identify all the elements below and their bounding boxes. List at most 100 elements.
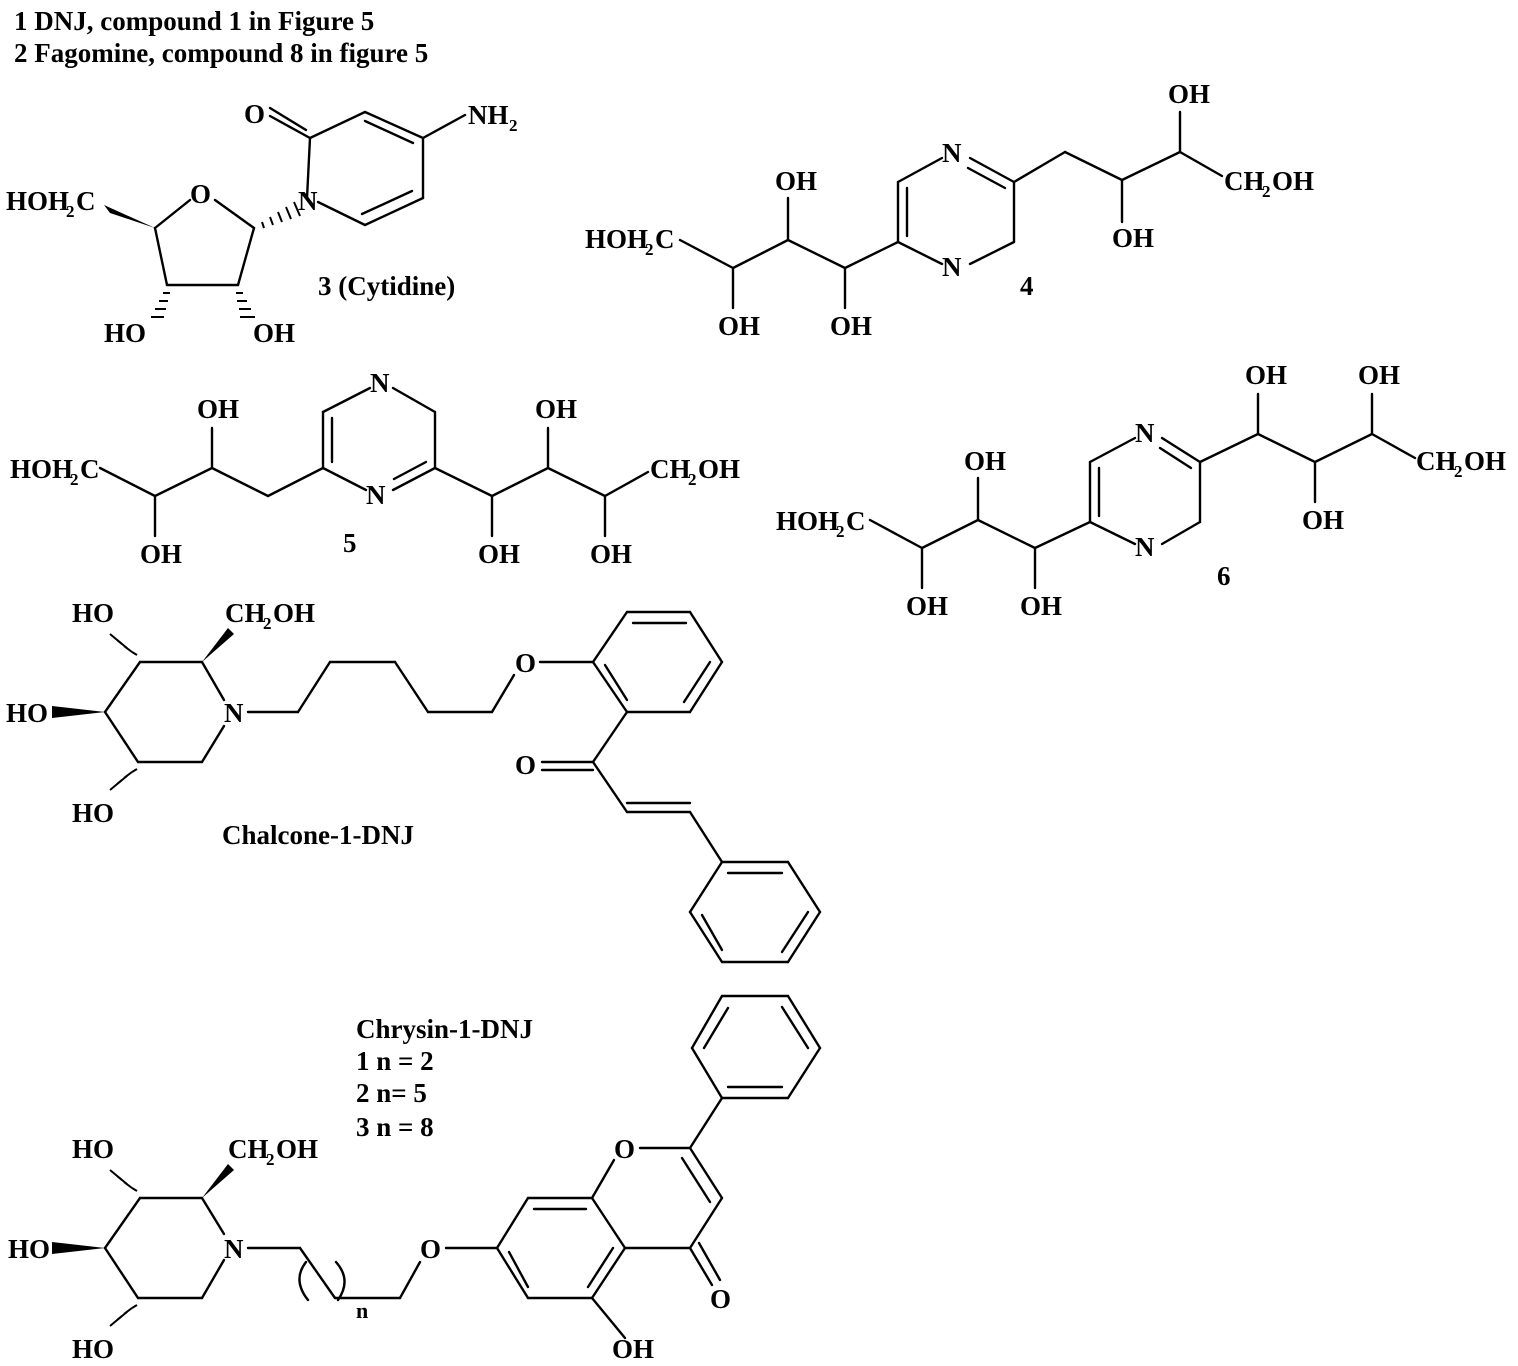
atom-label: OH — [1112, 223, 1154, 253]
atom-label: HOH — [10, 454, 73, 484]
bond — [421, 113, 467, 140]
atom-labels: N N OH HOH 2 C OH OH OH CH 2 OH OH — [585, 79, 1314, 341]
bond — [363, 196, 425, 227]
compound-3-cytidine: O NH 2 N O HOH 2 C HO OH 3 (Cytidine) — [6, 99, 518, 348]
bond — [200, 1196, 226, 1236]
atom-label: OH — [1358, 360, 1400, 390]
bond — [490, 466, 550, 498]
atom-label: n — [356, 1298, 368, 1323]
atom-label: 2 — [645, 240, 654, 259]
atom-label: N — [224, 698, 244, 728]
bond — [308, 110, 367, 140]
atom-label: N — [366, 480, 386, 510]
chrysin-variant-2: 2 n= 5 — [356, 1078, 427, 1108]
bond — [1313, 432, 1374, 464]
bond — [153, 466, 214, 498]
atom-label: OH — [478, 539, 520, 569]
bond — [103, 660, 142, 714]
bond — [968, 240, 1016, 266]
bond — [298, 1246, 337, 1300]
atom-label: OH — [775, 166, 817, 196]
atom-label: 2 — [66, 202, 75, 221]
bond — [285, 206, 292, 220]
bond — [603, 663, 629, 702]
atom-label: OH — [1272, 166, 1314, 196]
bond — [52, 706, 105, 718]
bond — [261, 221, 265, 229]
bond — [103, 710, 140, 764]
atom-label: 2 — [688, 470, 697, 489]
bond — [688, 1096, 724, 1150]
bond — [678, 238, 735, 270]
bond — [1160, 520, 1202, 546]
atom-label: O — [244, 99, 265, 129]
atom-label: OH — [140, 539, 182, 569]
bond — [586, 1246, 615, 1289]
atom-label: CH — [650, 454, 691, 484]
atom-label: HOH — [776, 506, 839, 536]
atom-label: HO — [72, 598, 114, 628]
bond — [786, 238, 847, 270]
atom-label: OH — [612, 1334, 654, 1364]
structure-bonds — [153, 106, 467, 287]
structure-bonds — [678, 110, 1224, 310]
atom-label: O — [515, 648, 536, 678]
bond — [131, 651, 138, 656]
atom-label: N — [942, 138, 962, 168]
atom-label: OH — [830, 311, 872, 341]
bond — [780, 1005, 810, 1050]
bond — [98, 466, 157, 498]
atom-label: OH — [535, 394, 577, 424]
bond — [786, 860, 822, 914]
bond — [1256, 432, 1317, 464]
bond — [1158, 446, 1193, 470]
structure-bonds — [103, 610, 822, 964]
atom-label: CH — [228, 1134, 269, 1164]
bond — [213, 198, 256, 230]
bond — [104, 205, 155, 228]
chrysin-variant-3: 3 n = 8 — [356, 1112, 434, 1142]
bond — [131, 1187, 138, 1192]
atom-label: O — [515, 750, 536, 780]
atom-label: C — [80, 454, 100, 484]
bond — [843, 240, 900, 270]
atom-label: N — [224, 1234, 244, 1264]
atom-label: 2 — [509, 116, 518, 135]
bond — [495, 1196, 530, 1250]
bond — [393, 660, 430, 714]
structure-bonds — [98, 386, 650, 538]
structure-bonds — [868, 392, 1417, 590]
header-line-1: 1 DNJ, compound 1 in Figure 5 — [14, 6, 374, 36]
atom-label: CH — [225, 598, 266, 628]
atom-label: HO — [8, 1234, 50, 1264]
bond — [896, 240, 944, 266]
atom-label: 2 — [1454, 462, 1463, 481]
atom-label: OH — [964, 446, 1006, 476]
bond — [277, 211, 283, 223]
bond — [1063, 150, 1124, 182]
bond — [688, 1196, 724, 1250]
bond — [1198, 432, 1260, 464]
bond — [109, 779, 123, 791]
bond — [688, 1146, 724, 1200]
bond — [1012, 150, 1067, 184]
bond — [603, 470, 650, 498]
bond — [680, 1156, 712, 1204]
atom-label: OH — [1464, 446, 1506, 476]
bond — [1160, 436, 1202, 464]
atom-label: HOH — [585, 224, 648, 254]
atom-label: OH — [276, 1134, 318, 1164]
bond — [920, 518, 980, 550]
chrysin-variant-1: 1 n = 2 — [356, 1046, 434, 1076]
compound-5: N N OH HOH 2 C OH OH CH 2 OH OH OH 5 — [10, 368, 740, 569]
compound-6-label: 6 — [1217, 561, 1231, 591]
bond — [296, 660, 332, 714]
bond — [433, 466, 494, 498]
atom-label: O — [710, 1284, 731, 1314]
bond — [1088, 520, 1137, 546]
bond — [200, 660, 226, 702]
bond — [269, 216, 274, 226]
bond — [103, 1196, 142, 1250]
bond — [131, 1304, 138, 1309]
compound-4: N N OH HOH 2 C OH OH OH CH 2 OH OH 4 — [585, 79, 1314, 341]
